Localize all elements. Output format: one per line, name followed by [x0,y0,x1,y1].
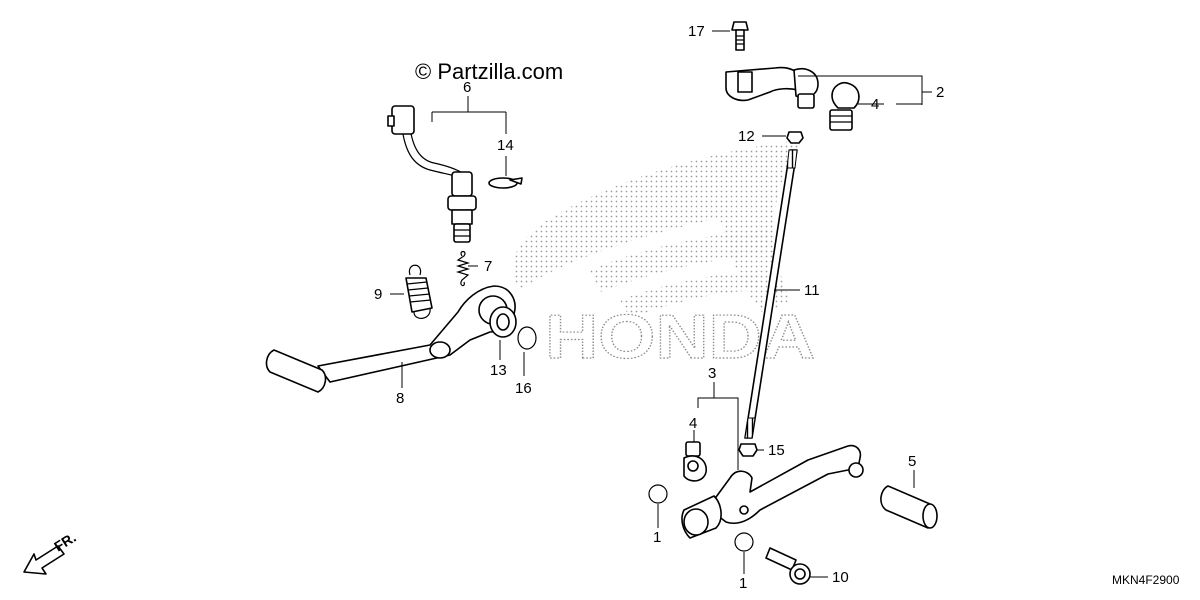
callout-6: 6 [463,79,471,96]
callout-labels: 1 1 2 3 4 4 5 6 7 8 9 10 11 12 13 14 15 … [374,23,944,592]
part-1-washer-left[interactable] [648,484,668,504]
honda-brand-watermark: HONDA [545,303,815,372]
part-9-spring[interactable] [405,264,433,319]
part-12-nut[interactable] [786,131,804,144]
part-8-shift-pedal[interactable] [265,285,516,393]
callout-17: 17 [688,23,705,40]
callout-9: 9 [374,286,382,303]
part-5-pedal-rubber[interactable] [880,485,938,529]
part-17-bolt[interactable] [731,21,749,51]
diagram-code: MKN4F2900 [1112,573,1180,587]
callout-11: 11 [804,282,820,299]
part-3-shift-arm[interactable] [681,444,864,539]
part-10-pivot-bolt[interactable] [765,547,811,585]
part-15-nut[interactable] [738,443,758,457]
callout-10: 10 [832,569,849,586]
callout-7: 7 [484,258,492,275]
leader-lines [390,30,932,578]
callout-5: 5 [908,453,916,470]
callout-4-lower: 4 [689,415,697,432]
callout-13: 13 [490,362,507,379]
part-13-washer[interactable] [489,306,517,338]
callout-1-right: 1 [739,575,747,592]
callout-16: 16 [515,380,532,397]
callout-8: 8 [396,390,404,407]
part-7-return-spring[interactable] [455,250,471,287]
part-1-washer-right[interactable] [734,532,754,552]
copyright-text: © Partzilla.com [415,59,563,84]
callout-1-left: 1 [653,529,661,546]
callout-15: 15 [768,442,785,459]
part-2-shift-arm-joint[interactable] [725,66,860,131]
part-4-joint-lower[interactable] [683,441,707,482]
part-11-shift-rod[interactable] [744,149,798,439]
callout-3: 3 [708,365,716,382]
part-6-neutral-switch-sensor[interactable] [387,105,477,243]
honda-wing-watermark [512,140,800,318]
callout-14: 14 [497,137,514,154]
callout-2: 2 [936,84,944,101]
callout-12: 12 [738,128,755,145]
callout-4-upper: 4 [871,96,879,113]
front-direction-arrow-icon [23,545,65,575]
part-16-circlip[interactable] [517,326,537,350]
part-14-clip[interactable] [488,177,523,189]
